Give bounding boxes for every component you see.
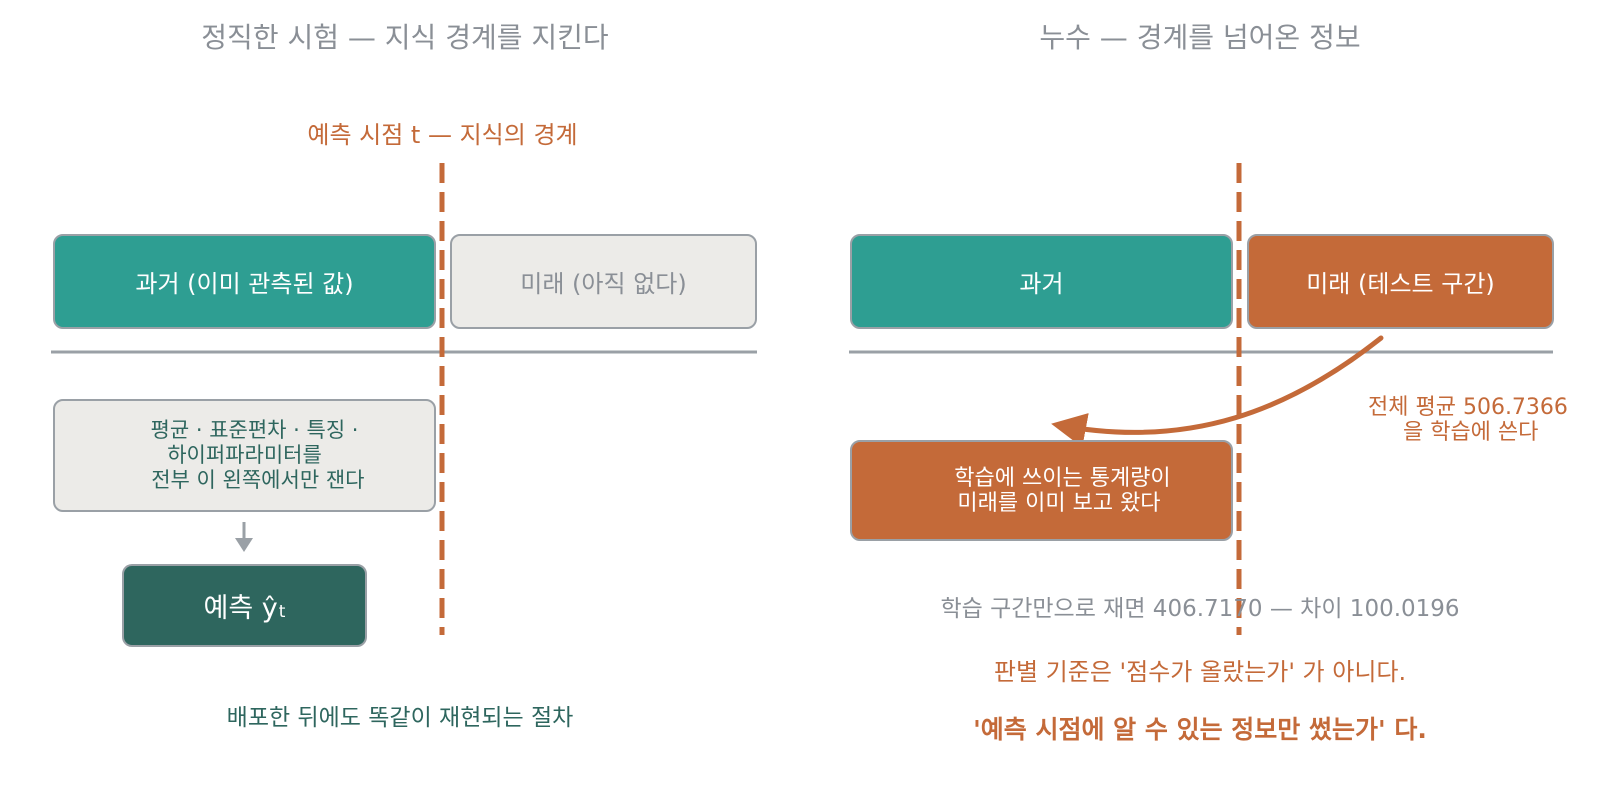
boundary-label: 예측 시점 t — 지식의 경계 [307, 121, 578, 149]
down-arrow-head [235, 538, 253, 552]
prediction-box-label: 예측 ŷ [203, 593, 278, 624]
leak-note-text: 전체 평균 506.7366 을 학습에 쓴다 [1368, 395, 1568, 445]
prediction-box-subscript: t [278, 601, 286, 622]
leak-box: 학습에 쓰이는 통계량이 미래를 이미 보고 왔다 [850, 440, 1233, 541]
criterion-line-2: '예측 시점에 알 수 있는 정보만 썼는가' 다. [973, 715, 1427, 744]
future-box-label: 미래 (아직 없다) [520, 270, 687, 298]
test-future-box: 미래 (테스트 구간) [1247, 234, 1554, 329]
leak-note: 전체 평균 506.7366 을 학습에 쓴다 [1368, 395, 1568, 445]
compare-line: 학습 구간만으로 재면 406.7170 — 차이 100.0196 [940, 596, 1460, 622]
measure-note-text: 평균 · 표준편차 · 특징 · 하이퍼파라미터를 전부 이 왼쪽에서만 잰다 [150, 418, 365, 492]
leak-arrow [1051, 335, 1384, 448]
past-box-label: 과거 (이미 관측된 값) [135, 270, 354, 298]
right-panel-title: 누수 — 경계를 넘어온 정보 [1039, 21, 1361, 54]
leak-box-text: 학습에 쓰이는 통계량이 미래를 이미 보고 왔다 [954, 465, 1171, 516]
measure-note-box: 평균 · 표준편차 · 특징 · 하이퍼파라미터를 전부 이 왼쪽에서만 잰다 [53, 399, 436, 512]
test-future-box-label: 미래 (테스트 구간) [1306, 270, 1495, 298]
right-past-box-label: 과거 [1019, 270, 1064, 298]
past-box: 과거 (이미 관측된 값) [53, 234, 436, 329]
right-past-box: 과거 [850, 234, 1233, 329]
criterion-line-1: 판별 기준은 '점수가 올랐는가' 가 아니다. [993, 658, 1407, 686]
future-box: 미래 (아직 없다) [450, 234, 757, 329]
left-caption: 배포한 뒤에도 똑같이 재현되는 절차 [226, 705, 574, 731]
left-panel-title: 정직한 시험 — 지식 경계를 지킨다 [201, 21, 609, 54]
